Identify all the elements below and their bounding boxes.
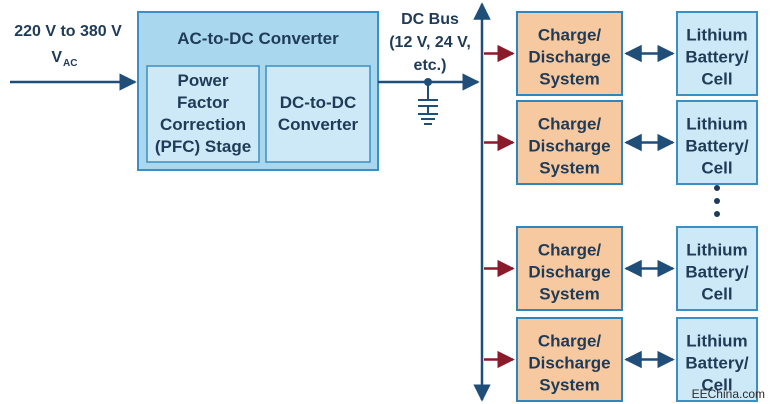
charge-discharge-box xyxy=(516,317,623,402)
pfc-line-2: Factor xyxy=(177,93,229,112)
pfc-line-1: Power xyxy=(177,71,228,90)
battery-label: Lithium xyxy=(686,115,747,134)
dcdc-line-1: DC-to-DC xyxy=(280,93,356,112)
converter-title: AC-to-DC Converter xyxy=(177,29,339,48)
vac-subscript: AC xyxy=(63,58,77,69)
charge-discharge-label: System xyxy=(539,70,599,89)
charge-discharge-label: Discharge xyxy=(528,48,610,67)
battery-label: Battery/ xyxy=(685,263,749,282)
lithium-battery-box xyxy=(676,11,758,96)
dc-bus-label: DC Bus (12 V, 24 V, etc.) xyxy=(389,11,471,74)
bus-capacitor-symbol xyxy=(418,78,438,125)
battery-label: Battery/ xyxy=(685,137,749,156)
battery-label: Lithium xyxy=(686,26,747,45)
pfc-line-3: Correction xyxy=(160,115,246,134)
input-voltage-label: 220 V to 380 V V AC xyxy=(14,23,122,69)
battery-label: Lithium xyxy=(686,332,747,351)
dc-bus-line-1: DC Bus xyxy=(401,11,459,28)
charge-discharge-label: Charge/ xyxy=(538,26,602,45)
charge-discharge-label: Charge/ xyxy=(538,115,602,134)
charge-discharge-box xyxy=(516,226,623,311)
battery-label: Battery/ xyxy=(685,354,749,373)
input-voltage-text: 220 V to 380 V xyxy=(14,23,122,40)
charge-discharge-label: System xyxy=(539,376,599,395)
dcdc-converter-box xyxy=(265,65,371,163)
battery-label: Cell xyxy=(701,376,732,395)
battery-label: Battery/ xyxy=(685,48,749,67)
charge-discharge-box xyxy=(516,100,623,185)
battery-label: Cell xyxy=(701,285,732,304)
charge-discharge-label: Charge/ xyxy=(538,332,602,351)
battery-label: Cell xyxy=(701,70,732,89)
dc-bus-line-2: (12 V, 24 V, xyxy=(389,34,471,51)
battery-label: Cell xyxy=(701,159,732,178)
channel-list: Charge/DischargeSystemLithiumBattery/Cel… xyxy=(484,11,758,402)
ellipsis-dots xyxy=(714,185,720,217)
lithium-battery-box xyxy=(676,226,758,311)
dcdc-line-2: Converter xyxy=(278,115,359,134)
lithium-battery-box xyxy=(676,100,758,185)
vac-symbol: V xyxy=(51,49,62,66)
battery-label: Lithium xyxy=(686,241,747,260)
charge-discharge-label: Discharge xyxy=(528,263,610,282)
pfc-stage-box xyxy=(146,65,260,163)
ac-dc-converter-block: AC-to-DC Converter Power Factor Correcti… xyxy=(137,11,379,171)
charge-discharge-label: Discharge xyxy=(528,137,610,156)
dc-bus-line-3: etc.) xyxy=(414,57,447,74)
lithium-battery-box xyxy=(676,317,758,402)
charge-discharge-label: System xyxy=(539,159,599,178)
charge-discharge-box xyxy=(516,11,623,96)
pfc-line-4: (PFC) Stage xyxy=(155,137,251,156)
charge-discharge-label: System xyxy=(539,285,599,304)
charge-discharge-label: Discharge xyxy=(528,354,610,373)
watermark-text: EEChina.com xyxy=(692,387,765,401)
charge-discharge-label: Charge/ xyxy=(538,241,602,260)
